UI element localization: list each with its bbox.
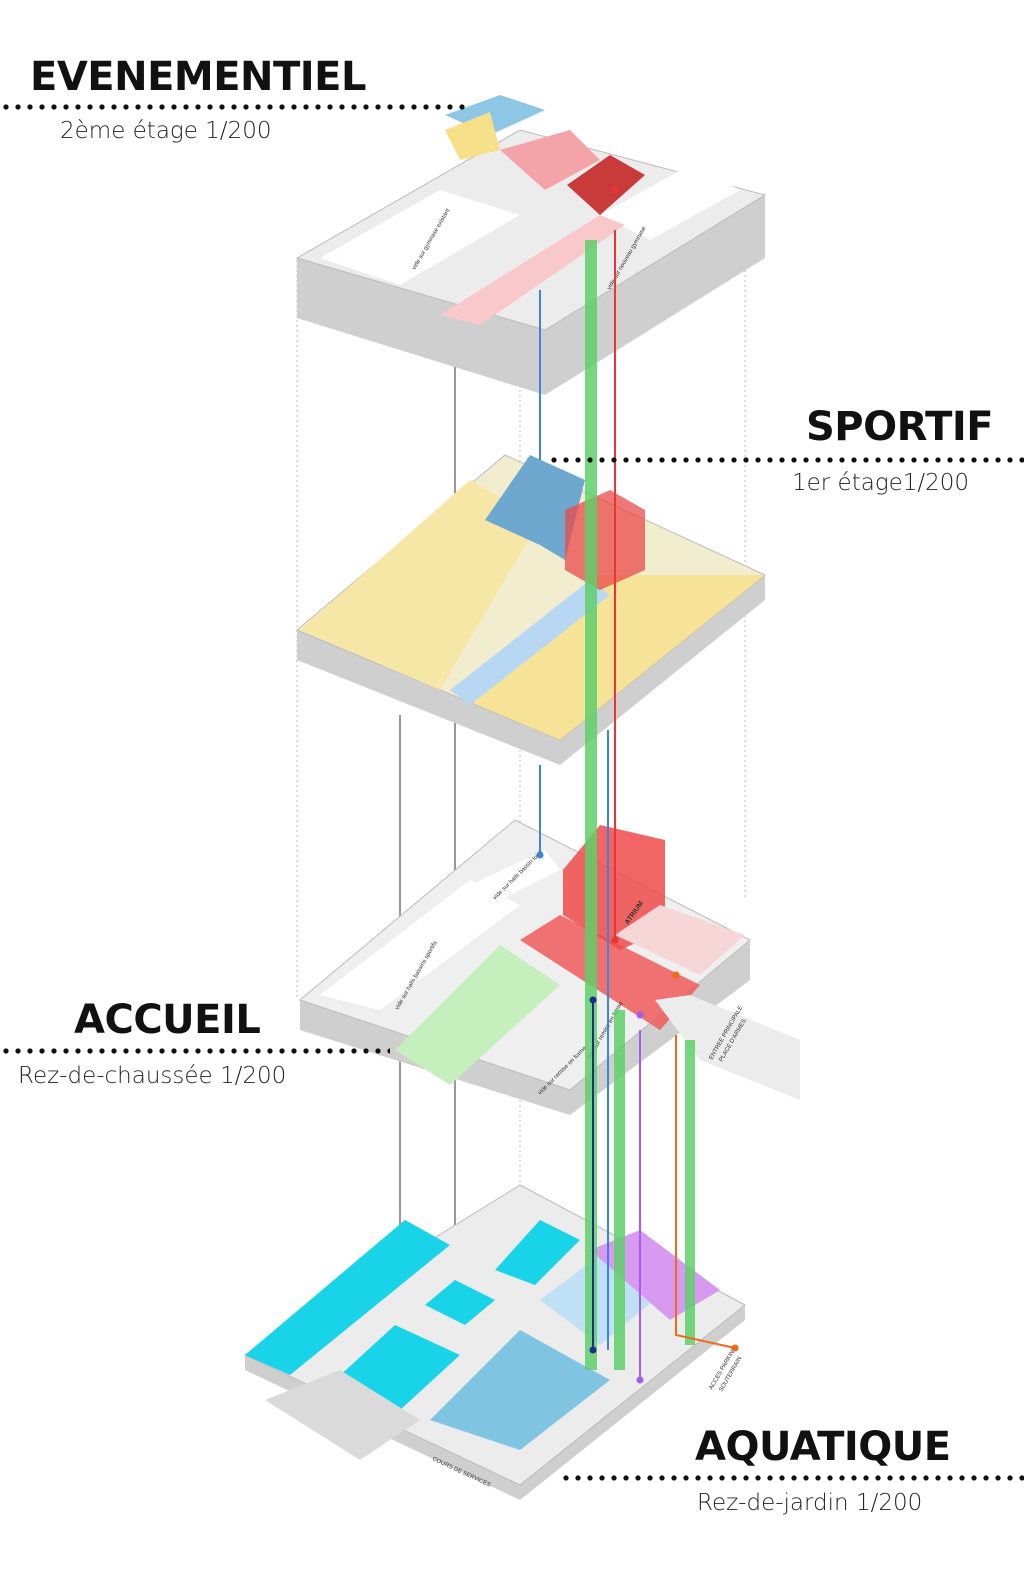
orange-line [675, 1035, 736, 1349]
dotted-leader [0, 104, 468, 110]
vertical-circulation [536, 186, 739, 1384]
level-title-sportif: SPORTIF [806, 404, 994, 450]
corridor [450, 580, 610, 705]
void-gym-existing [320, 190, 520, 285]
sport-hall-left [300, 480, 540, 690]
sport-zone [445, 112, 500, 160]
pool-long [245, 1220, 450, 1375]
level-floor-evenementiel: 2ème étage 1/200 [60, 118, 272, 144]
dotted-leader [560, 1475, 1024, 1481]
dotted-leader [548, 457, 1024, 463]
red-volume [565, 490, 645, 590]
stairs [265, 1370, 420, 1460]
green-shaft-2 [614, 1010, 625, 1370]
floor-accueil: vide sur halls bassin loisir vide sur ha… [298, 819, 800, 1115]
event-zone [440, 215, 625, 325]
green-shaft-main [585, 240, 597, 1370]
event-zone-2 [500, 130, 600, 190]
event-annex [615, 905, 745, 975]
changing-rooms [485, 455, 585, 560]
entrance-ramp [655, 995, 800, 1100]
pool-small [425, 1280, 495, 1325]
pool-leisure [495, 1220, 580, 1285]
level-title-accueil: ACCUEIL [74, 997, 261, 1043]
void-leisure-pool [470, 850, 560, 905]
changing-zone [430, 1330, 610, 1450]
dotted-leader [0, 1048, 390, 1054]
void-new-gym [600, 165, 740, 240]
level-floor-aquatique: Rez-de-jardin 1/200 [697, 1490, 923, 1516]
void-sport-pools [320, 880, 520, 1010]
level-floor-sportif: 1er étage1/200 [792, 470, 970, 496]
level-floor-accueil: Rez-de-chaussée 1/200 [18, 1063, 287, 1089]
floor-evenementiel: vide sur gymnase existant vide sur nouve… [295, 95, 767, 395]
level-title-evenementiel: EVENEMENTIEL [30, 54, 367, 100]
floor-sportif [296, 454, 766, 765]
green-shaft-3 [685, 1040, 695, 1345]
red-room [567, 155, 645, 215]
level-title-aquatique: AQUATIQUE [695, 1424, 951, 1470]
atrium-zone [520, 915, 700, 1030]
reception-zone [395, 945, 560, 1085]
floor-aquatique: ACCES PARKING SOUTERRAIN COURS DE SERVIC… [243, 1184, 746, 1500]
